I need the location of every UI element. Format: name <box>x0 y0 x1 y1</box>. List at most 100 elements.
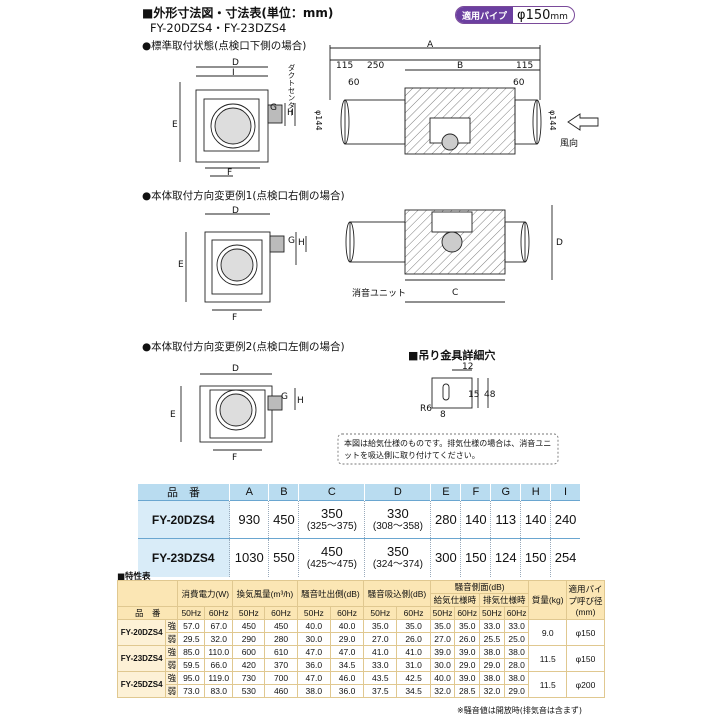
dim-115-left: 115 <box>336 61 354 71</box>
dim-60-left: 60 <box>348 78 360 88</box>
section-change1: ●本体取付方向変更例1(点検口右側の場合) <box>142 190 345 202</box>
cell-h: 140 <box>520 500 551 539</box>
dim-label-b: B <box>457 61 464 71</box>
spec-cell: 41.0 <box>396 645 431 659</box>
hanger-detail <box>431 369 489 409</box>
col-header: D <box>364 484 431 501</box>
cell-c: 450(425～475) <box>298 538 365 577</box>
pipe-badge: 適用パイプ φ150mm <box>455 6 575 24</box>
spec-header-supply: 給気仕様時 <box>429 593 481 607</box>
spec-mass: 11.5 <box>528 645 567 672</box>
side-view-standard <box>329 45 599 155</box>
col-header: E <box>430 484 461 501</box>
spec-cell: 40.0 <box>429 671 456 685</box>
cell-e: 300 <box>430 538 461 577</box>
spec-cell: 39.0 <box>429 645 456 659</box>
hz-header: 50Hz <box>296 606 331 620</box>
col-header: A <box>228 484 269 501</box>
dim-label-f: F <box>227 168 233 178</box>
hanger-dim-8: 8 <box>440 410 446 420</box>
table-row: FY-20DZS4 930 450 350(325～375) 330(308～3… <box>137 500 580 539</box>
spec-mode: 強 <box>165 619 179 633</box>
phi144-right: φ144 <box>548 110 557 131</box>
spec-cell: 31.0 <box>396 658 431 672</box>
dim-115-right: 115 <box>516 61 534 71</box>
spec-cell: 33.0 <box>503 619 530 633</box>
spec-cell: 730 <box>232 671 266 685</box>
spec-cell: 28.0 <box>503 658 530 672</box>
spec-header-exhaust: 排気仕様時 <box>479 593 530 607</box>
section-standard: ●標準取付状態(点検口下側の場合) <box>142 40 307 52</box>
dim-label-e: E <box>172 120 178 130</box>
dim-label-g: G <box>270 103 277 113</box>
spec-mode: 強 <box>165 645 179 659</box>
spec-mode: 弱 <box>165 684 179 698</box>
spec-cell: 25.5 <box>479 632 505 646</box>
hz-header: 60Hz <box>454 606 481 620</box>
spec-cell: 33.0 <box>363 658 398 672</box>
hz-header: 60Hz <box>503 606 530 620</box>
hz-header: 50Hz <box>232 606 266 620</box>
dim-250: 250 <box>367 61 385 71</box>
spec-cell: 35.0 <box>454 619 481 633</box>
cell-e: 280 <box>430 500 461 539</box>
spec-cell: 32.0 <box>204 632 234 646</box>
spec-header-power: 消費電力(W) <box>177 580 234 607</box>
spec-cell: 26.0 <box>454 632 481 646</box>
spec-cell: 38.0 <box>296 684 331 698</box>
col-header: 品 番 <box>137 484 230 501</box>
section-change2: ●本体取付方向変更例2(点検口左側の場合) <box>142 341 345 353</box>
spec-cell: 26.0 <box>396 632 431 646</box>
spec-cell: 47.0 <box>296 645 331 659</box>
spec-mode: 強 <box>165 671 179 685</box>
spec-cell: 36.0 <box>329 684 365 698</box>
spec-cell: 450 <box>264 619 298 633</box>
spec-cell: 95.0 <box>177 671 206 685</box>
spec-cell: 32.0 <box>479 684 505 698</box>
dim-label-h-2: H <box>298 238 305 248</box>
col-header: I <box>550 484 580 501</box>
install-note: 本図は給気仕様のものです。排気仕様の場合は、消音ユニットを吸込側に取り付けてくだ… <box>344 439 552 460</box>
cell-b: 450 <box>268 500 299 539</box>
spec-cell: 530 <box>232 684 266 698</box>
spec-pipe: φ150 <box>566 645 605 672</box>
spec-header-noise-out: 騒音吐出側(dB) <box>296 580 365 607</box>
hz-header: 60Hz <box>329 606 365 620</box>
spec-cell: 38.0 <box>479 671 505 685</box>
dimension-table: 品 番 A B C D E F G H I FY-20DZS4 930 450 … <box>137 484 580 577</box>
spec-cell: 73.0 <box>177 684 206 698</box>
spec-cell: 35.0 <box>396 619 431 633</box>
cell-g: 113 <box>490 500 521 539</box>
spec-cell: 47.0 <box>296 671 331 685</box>
spec-cell: 25.0 <box>503 632 530 646</box>
spec-model: FY-20DZS4 <box>116 619 167 646</box>
spec-header-noise-side: 騒音側面(dB) <box>429 580 530 594</box>
spec-cell: 27.0 <box>363 632 398 646</box>
dim-label-g-2: G <box>288 236 295 246</box>
table-row: FY-23DZS4 1030 550 450(425～475) 350(324～… <box>137 538 580 577</box>
spec-cell: 39.0 <box>454 671 481 685</box>
cell-a: 930 <box>228 500 269 539</box>
spec-cell: 28.5 <box>454 684 481 698</box>
cell-d: 330(308～358) <box>364 500 431 539</box>
col-header: G <box>490 484 521 501</box>
spec-cell: 35.0 <box>429 619 456 633</box>
spec-cell: 57.0 <box>177 619 206 633</box>
spec-cell: 27.0 <box>429 632 456 646</box>
spec-cell: 38.0 <box>479 645 505 659</box>
spec-header-blank <box>116 580 179 607</box>
cell-c: 350(325～375) <box>298 500 365 539</box>
spec-table: 消費電力(W) 換気風量(m³/h) 騒音吐出側(dB) 騒音吸込側(dB) 騒… <box>116 580 605 698</box>
spec-cell: 42.5 <box>396 671 431 685</box>
spec-cell: 280 <box>264 632 298 646</box>
spec-cell: 83.0 <box>204 684 234 698</box>
spec-cell: 29.0 <box>454 658 481 672</box>
spec-table-title: ■特性表 <box>117 572 151 582</box>
spec-model: FY-23DZS4 <box>116 645 167 672</box>
spec-cell: 38.0 <box>503 671 530 685</box>
side-view-change1 <box>345 205 553 303</box>
dim-label-h: H <box>287 108 294 118</box>
spec-cell: 290 <box>232 632 266 646</box>
